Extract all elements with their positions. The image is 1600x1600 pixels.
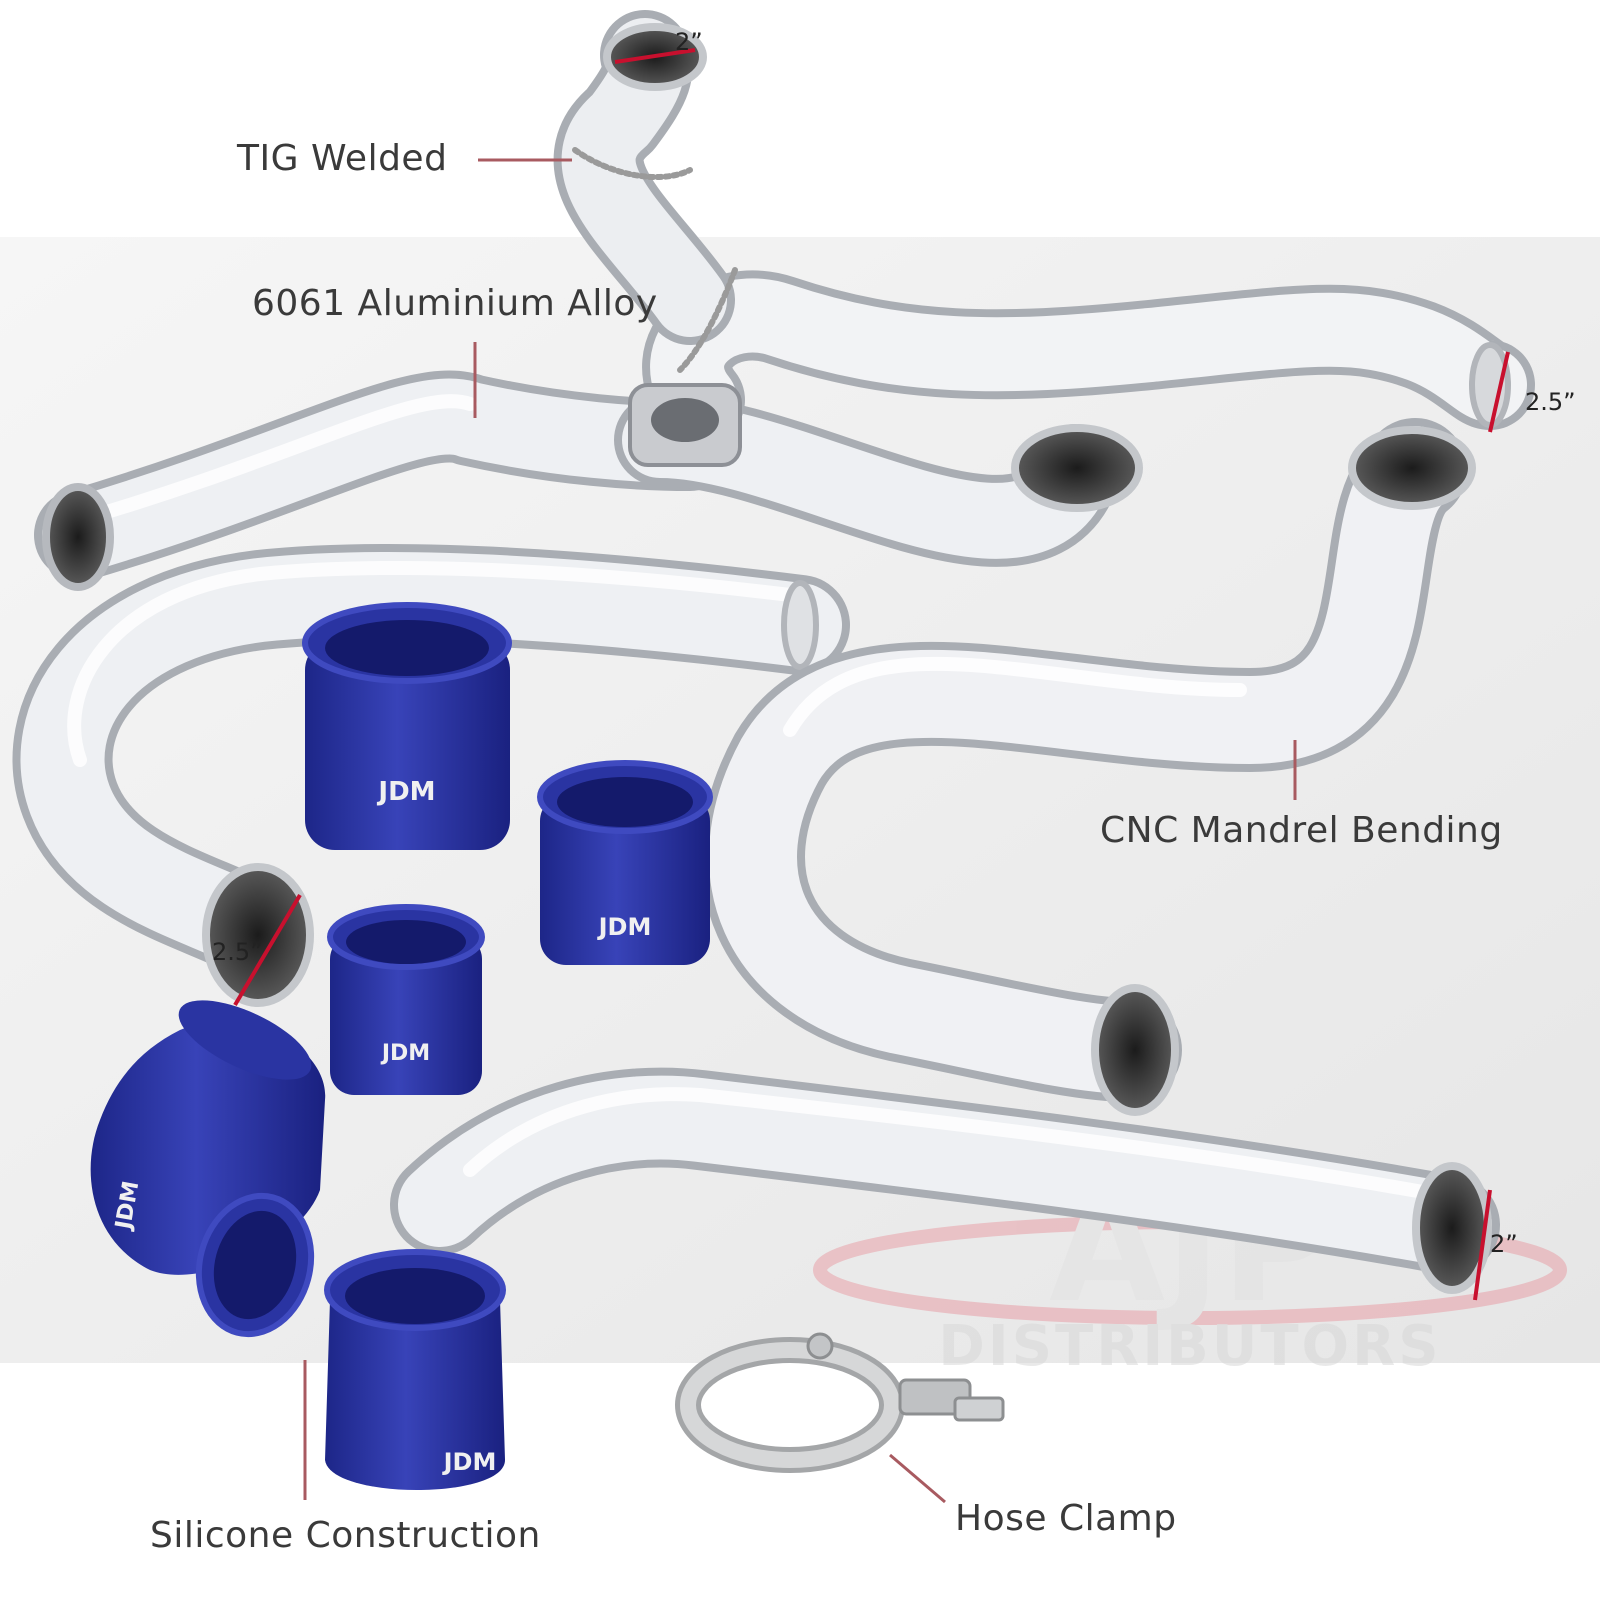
watermark-subtitle: DISTRIBUTORS [938,1314,1441,1379]
dimension-right-outlet: 2.5” [1525,388,1576,416]
dimension-top-outlet: 2” [675,28,703,56]
pipe-end-right-s-top [1348,426,1476,510]
pipe-end-top-middle [1011,424,1143,512]
callout-tig-welded: TIG Welded [237,138,448,179]
callout-cnc-bending: CNC Mandrel Bending [1100,810,1503,851]
dimension-bottom-outlet: 2” [1490,1230,1518,1258]
pipe-bottom [390,1067,1500,1275]
coupler-2-logo: JDM [597,913,652,941]
coupler-3-logo: JDM [380,1041,430,1066]
coupler-1: JDM [302,602,512,850]
coupler-2: JDM [537,760,713,965]
pipe-end-left-u-bottom [202,863,314,1007]
pipe-right-s [701,418,1467,1102]
pipe-left-u [12,544,850,980]
callout-silicone: Silicone Construction [150,1515,541,1556]
pipe-end-left-u-top [781,580,819,670]
callout-hose-clamp: Hose Clamp [955,1498,1177,1539]
coupler-4: JDM [324,1249,506,1490]
pipe-end-right-s-bottom [1091,984,1179,1116]
pipe-end-left [42,483,114,591]
coupler-elbow: JDM [90,1000,326,1338]
pipe-end-bottom [1412,1162,1492,1294]
coupler-1-logo: JDM [376,777,435,807]
coupler-4-logo: JDM [442,1448,497,1476]
callout-aluminium-alloy: 6061 Aluminium Alloy [252,283,658,324]
coupler-3: JDM [327,904,485,1095]
dimension-left-outlet: 2.5” [212,938,263,966]
leader-lines [303,158,1297,1504]
hose-clamp [675,1332,1005,1473]
dimension-arrows [233,48,1510,1301]
